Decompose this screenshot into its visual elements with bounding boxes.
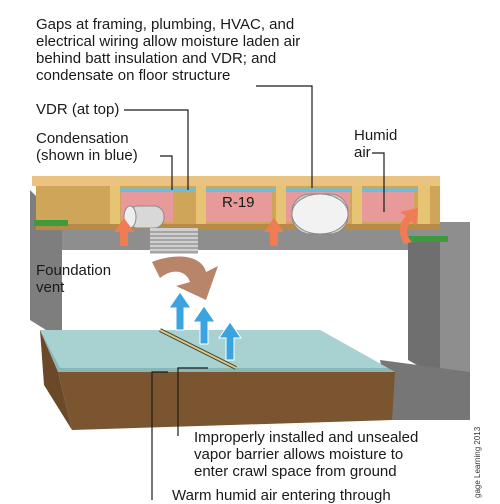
ground-soil-edge	[58, 372, 395, 430]
vapor-barrier-sheet	[40, 330, 388, 368]
warm-air-label-line-2: relative humidity	[295, 275, 405, 292]
leader-condensation	[160, 155, 173, 190]
leader-gaps	[256, 85, 313, 188]
leader-air-entering	[151, 371, 168, 500]
vdr-label: VDR (at top)	[36, 101, 120, 118]
moisture-rise-arrow-icon	[168, 291, 242, 361]
warm-air-label-line-3: in crawl space	[302, 292, 398, 309]
foundation-vent-label-line-2: vent	[36, 279, 65, 296]
vent-louvers	[150, 231, 198, 253]
foundation-vent-label-line-1: Foundation	[36, 262, 112, 279]
joist-1	[110, 186, 120, 230]
leader-vdr	[124, 109, 189, 190]
warm-air-entering-label: Warm humid air entering through	[172, 487, 391, 504]
condensation-label-line-1: Condensation	[36, 130, 129, 147]
ground-soil-side	[40, 330, 72, 430]
front-foundation-block	[380, 360, 470, 420]
warm-air-label-line-1: Warm and high	[299, 258, 401, 275]
copyright-credit: gage Learning 2013	[473, 426, 482, 498]
leader-humid-air	[372, 152, 385, 212]
gaps-label-line-3: behind batt insulation and VDR; and	[36, 50, 277, 67]
leader-barrier	[177, 367, 208, 436]
joist-2	[196, 186, 206, 230]
sill-gasket-right	[404, 236, 448, 242]
humid-air-label-line-1: Humid	[354, 127, 398, 144]
barrier-label-line-1: Improperly installed and unsealed	[194, 429, 419, 446]
joist-5	[418, 186, 430, 230]
joist-4	[352, 186, 362, 230]
gaps-label-line-1: Gaps at framing, plumbing, HVAC, and	[36, 16, 295, 33]
humid-air-label-line-2: air	[354, 144, 371, 161]
right-foundation-wall	[408, 240, 440, 378]
condensation-label-line-2: (shown in blue)	[36, 147, 138, 164]
r-value-label: R-19	[222, 194, 255, 211]
subfloor-top	[32, 176, 440, 186]
barrier-label-line-3: enter crawl space from ground	[194, 463, 397, 480]
joist-3	[276, 186, 286, 230]
insulation-bay-2	[206, 192, 272, 222]
gaps-label-line-2: electrical wiring allow moisture laden a…	[36, 33, 301, 50]
vent-airflow-arrow-icon	[152, 256, 218, 300]
gaps-label-line-4: condensate on floor structure	[36, 67, 231, 84]
sill-gasket-left	[34, 220, 68, 226]
duct-pipe-end	[291, 193, 349, 235]
vapor-barrier-seam-highlight	[159, 329, 237, 369]
humid-air-arrow-icon	[114, 208, 418, 246]
barrier-label-line-2: vapor barrier allows moisture to	[194, 446, 404, 463]
sill-plate	[36, 224, 440, 230]
